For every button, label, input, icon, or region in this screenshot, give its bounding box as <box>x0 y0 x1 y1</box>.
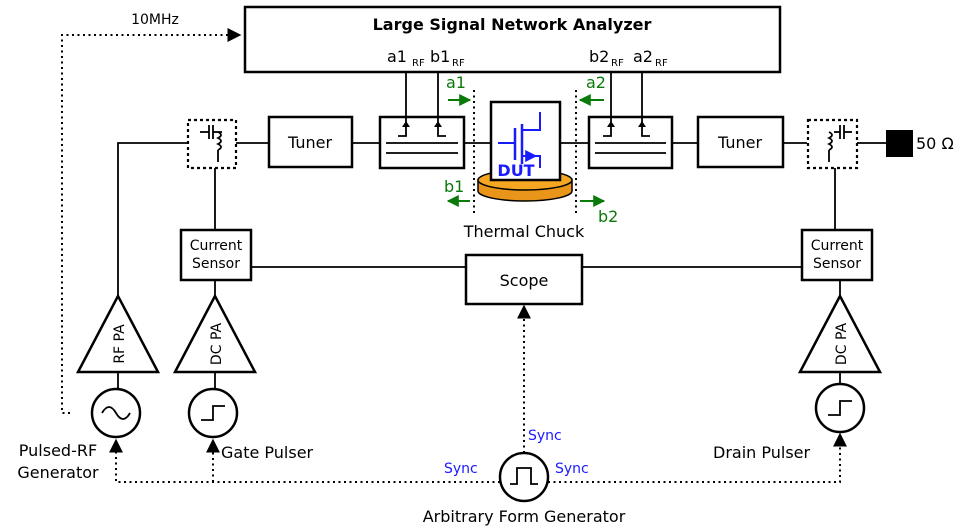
svg-text:RF: RF <box>655 58 668 69</box>
rf-pa: RF PA <box>75 293 161 374</box>
dc-pa-left-label: DC PA <box>209 323 225 366</box>
bias-tee-left <box>186 118 238 170</box>
drain-pulser: Drain Pulser <box>713 382 866 462</box>
sine-wave-icon <box>101 406 131 420</box>
sync-top: Sync <box>528 428 562 444</box>
clock-reference-line: 10MHz <box>61 12 242 414</box>
dc-pa-left: DC PA <box>172 280 258 374</box>
clock-label: 10MHz <box>131 12 179 28</box>
coupler-left <box>378 72 466 170</box>
gate-pulser: Gate Pulser <box>187 387 314 462</box>
lsna-port-labels: a1 RF b1 RF b2 RF a2 RF <box>387 47 668 69</box>
thermal-chuck: Thermal Chuck <box>463 169 585 241</box>
wave-arrows: a1 b1 a2 b2 <box>444 73 618 226</box>
coupler-right <box>587 72 674 170</box>
sync-right: Sync <box>555 461 589 477</box>
step-icon <box>828 400 852 416</box>
port-b1-rf: b1 <box>430 47 450 66</box>
svg-text:Tuner: Tuner <box>287 133 332 152</box>
svg-text:Current: Current <box>811 238 864 254</box>
tuner-left: Tuner <box>267 115 354 169</box>
wave-a1: a1 <box>446 73 466 92</box>
wave-a2: a2 <box>586 73 606 92</box>
svg-text:Current: Current <box>190 238 243 254</box>
svg-text:Tuner: Tuner <box>717 133 762 152</box>
afg-label: Arbitrary Form Generator <box>423 507 626 526</box>
wave-b1: b1 <box>444 177 464 196</box>
current-sensor-right: Current Sensor <box>800 228 874 282</box>
svg-text:RF: RF <box>611 58 624 69</box>
pulse-icon <box>510 467 538 485</box>
thermal-chuck-label: Thermal Chuck <box>463 222 585 241</box>
svg-text:RF: RF <box>452 58 465 69</box>
svg-text:RF: RF <box>412 58 425 69</box>
load-label: 50 Ω <box>916 134 954 153</box>
dc-pa-right: DC PA <box>797 280 883 374</box>
pulsed-rf-generator: Pulsed-RF Generator <box>17 387 142 482</box>
scope: Scope <box>251 253 802 306</box>
sync-lines <box>109 304 847 483</box>
dc-pa-right-label: DC PA <box>834 323 850 366</box>
lsna-title: Large Signal Network Analyzer <box>373 15 652 34</box>
scope-label: Scope <box>500 271 549 290</box>
tuner-right: Tuner <box>696 115 785 169</box>
wave-b2: b2 <box>598 207 618 226</box>
rf-pa-label: RF PA <box>112 324 128 364</box>
arbitrary-form-generator: Arbitrary Form Generator Sync Sync Sync <box>423 428 626 526</box>
load-50-ohm: 50 Ω <box>886 130 954 157</box>
rf-signal-path <box>117 142 886 296</box>
port-b2-rf: b2 <box>589 47 609 66</box>
dut-label: DUT <box>497 161 534 180</box>
drain-pulser-label: Drain Pulser <box>713 443 811 462</box>
gate-pulser-label: Gate Pulser <box>221 443 314 462</box>
current-sensor-left: Current Sensor <box>179 228 253 282</box>
svg-text:Sensor: Sensor <box>192 256 240 272</box>
svg-text:Pulsed-RF: Pulsed-RF <box>19 441 97 460</box>
port-a2-rf: a2 <box>633 47 653 66</box>
step-icon <box>201 405 225 421</box>
lsna-box: Large Signal Network Analyzer <box>243 5 782 74</box>
svg-text:Sensor: Sensor <box>813 256 861 272</box>
bias-tee-right <box>806 118 859 170</box>
dut: DUT <box>489 100 562 182</box>
port-a1-rf: a1 <box>387 47 407 66</box>
svg-text:Generator: Generator <box>17 463 99 482</box>
sync-left: Sync <box>444 461 478 477</box>
